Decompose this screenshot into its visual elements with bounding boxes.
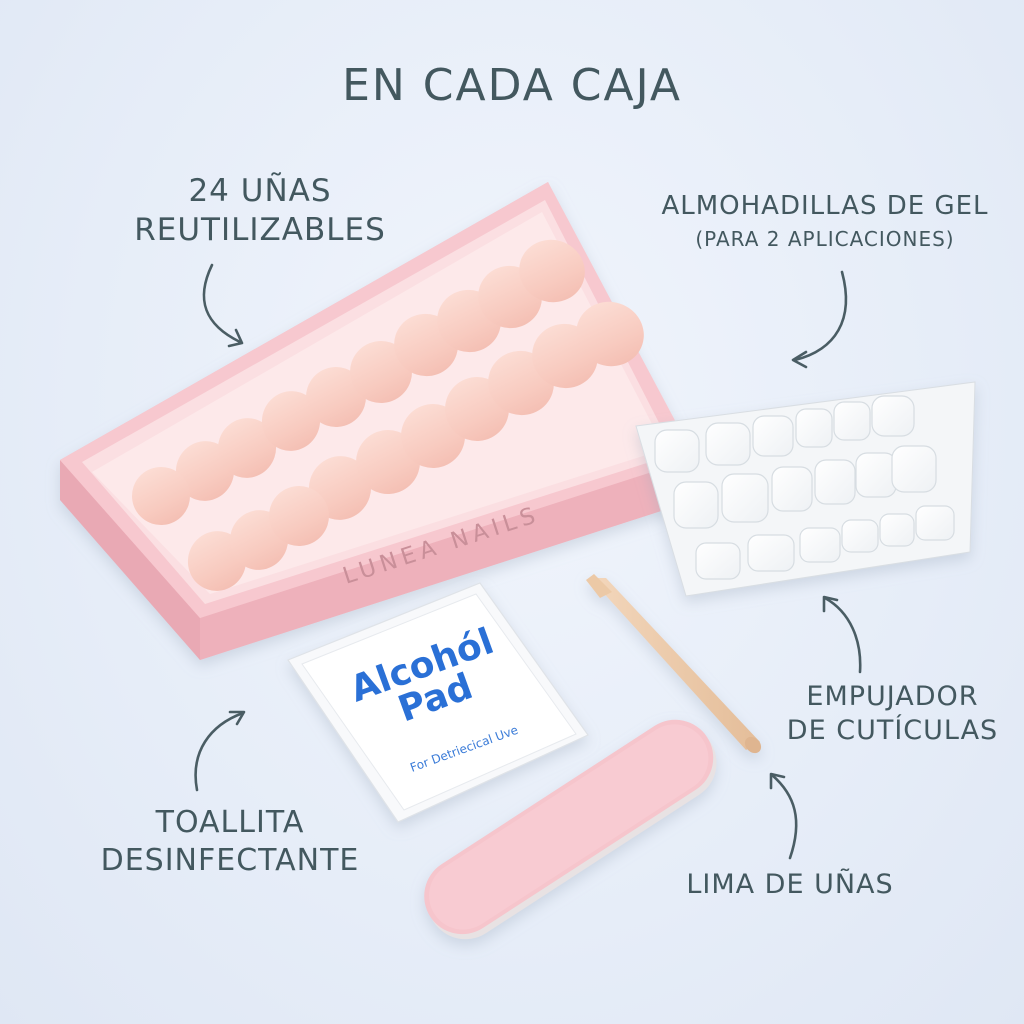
gel-pads-sheet [635, 381, 976, 597]
gel-pad [705, 422, 751, 466]
gel-pad [654, 429, 700, 473]
nail-row-bottom [187, 486, 329, 591]
nail [261, 391, 321, 451]
nail [269, 486, 329, 546]
gel-pad [891, 445, 937, 493]
arrow-to-pusher-head-icon [822, 595, 839, 613]
gel-pad [673, 481, 719, 529]
reusable-nails [132, 239, 644, 591]
nail [519, 239, 585, 303]
gel-pad [771, 466, 813, 512]
arrow-to-wipe-head-icon [228, 710, 246, 726]
label-reusable-nails-line1: 24 UÑAS [188, 173, 332, 209]
label-gel-pads: ALMOHADILLAS DE GEL (PARA 2 APLICACIONES… [630, 190, 1020, 252]
nail-file [424, 719, 717, 940]
nail [576, 301, 644, 367]
arrow-to-nails-head-icon [227, 328, 244, 348]
cuticle-pusher [586, 574, 762, 754]
gel-pad [695, 542, 741, 580]
gel-pad [799, 527, 841, 563]
gel-pad [814, 459, 856, 505]
label-cuticle-pusher-line2: DE CUTÍCULAS [786, 714, 999, 746]
arrow-to-pusher-icon [823, 596, 862, 674]
label-nail-file-line1: LIMA DE UÑAS [686, 869, 894, 900]
gel-pad [841, 519, 879, 553]
label-cuticle-pusher-line1: EMPUJADOR [806, 681, 979, 712]
gel-pad [879, 513, 915, 547]
gel-pad [915, 505, 955, 541]
label-nail-file: LIMA DE UÑAS [650, 868, 930, 902]
gel-pad [721, 473, 769, 523]
label-reusable-nails-line2: REUTILIZABLES [134, 211, 386, 248]
gel-pad [871, 395, 915, 437]
nail [350, 341, 412, 403]
page-title: EN CADA CAJA [342, 60, 682, 111]
label-gel-pads-line2: (PARA 2 APLICACIONES) [695, 226, 955, 251]
nail [217, 418, 277, 478]
arrow-to-gel-head-icon [791, 350, 808, 369]
gel-pad [747, 534, 795, 572]
label-reusable-nails: 24 UÑAS REUTILIZABLES [100, 172, 420, 250]
arrow-to-wipe-icon [194, 711, 245, 792]
arrow-to-file-icon [770, 773, 798, 860]
label-disinfectant-wipe: TOALLITA DESINFECTANTE [95, 804, 365, 879]
label-cuticle-pusher: EMPUJADOR DE CUTÍCULAS [770, 680, 1015, 748]
nail-row-middle [132, 301, 644, 525]
gel-pad [855, 452, 897, 498]
label-disinfectant-wipe-line1: TOALLITA [155, 805, 305, 840]
gel-pads [654, 395, 955, 580]
nail [132, 467, 190, 525]
gel-pad [795, 408, 833, 448]
arrow-to-file-head-icon [769, 772, 786, 790]
nail-row-top [175, 239, 585, 501]
arrow-to-nails-icon [202, 263, 242, 344]
label-gel-pads-line1: ALMOHADILLAS DE GEL [661, 191, 989, 221]
gel-pad [752, 415, 794, 457]
arrow-to-gel-icon [793, 270, 848, 362]
nail [306, 367, 366, 427]
arrows [194, 263, 862, 860]
gel-pad [833, 401, 871, 441]
label-disinfectant-wipe-line2: DESINFECTANTE [100, 842, 360, 878]
alcohol-pad-packet: Alcohól Pad For Detriecical Uve [287, 582, 589, 823]
